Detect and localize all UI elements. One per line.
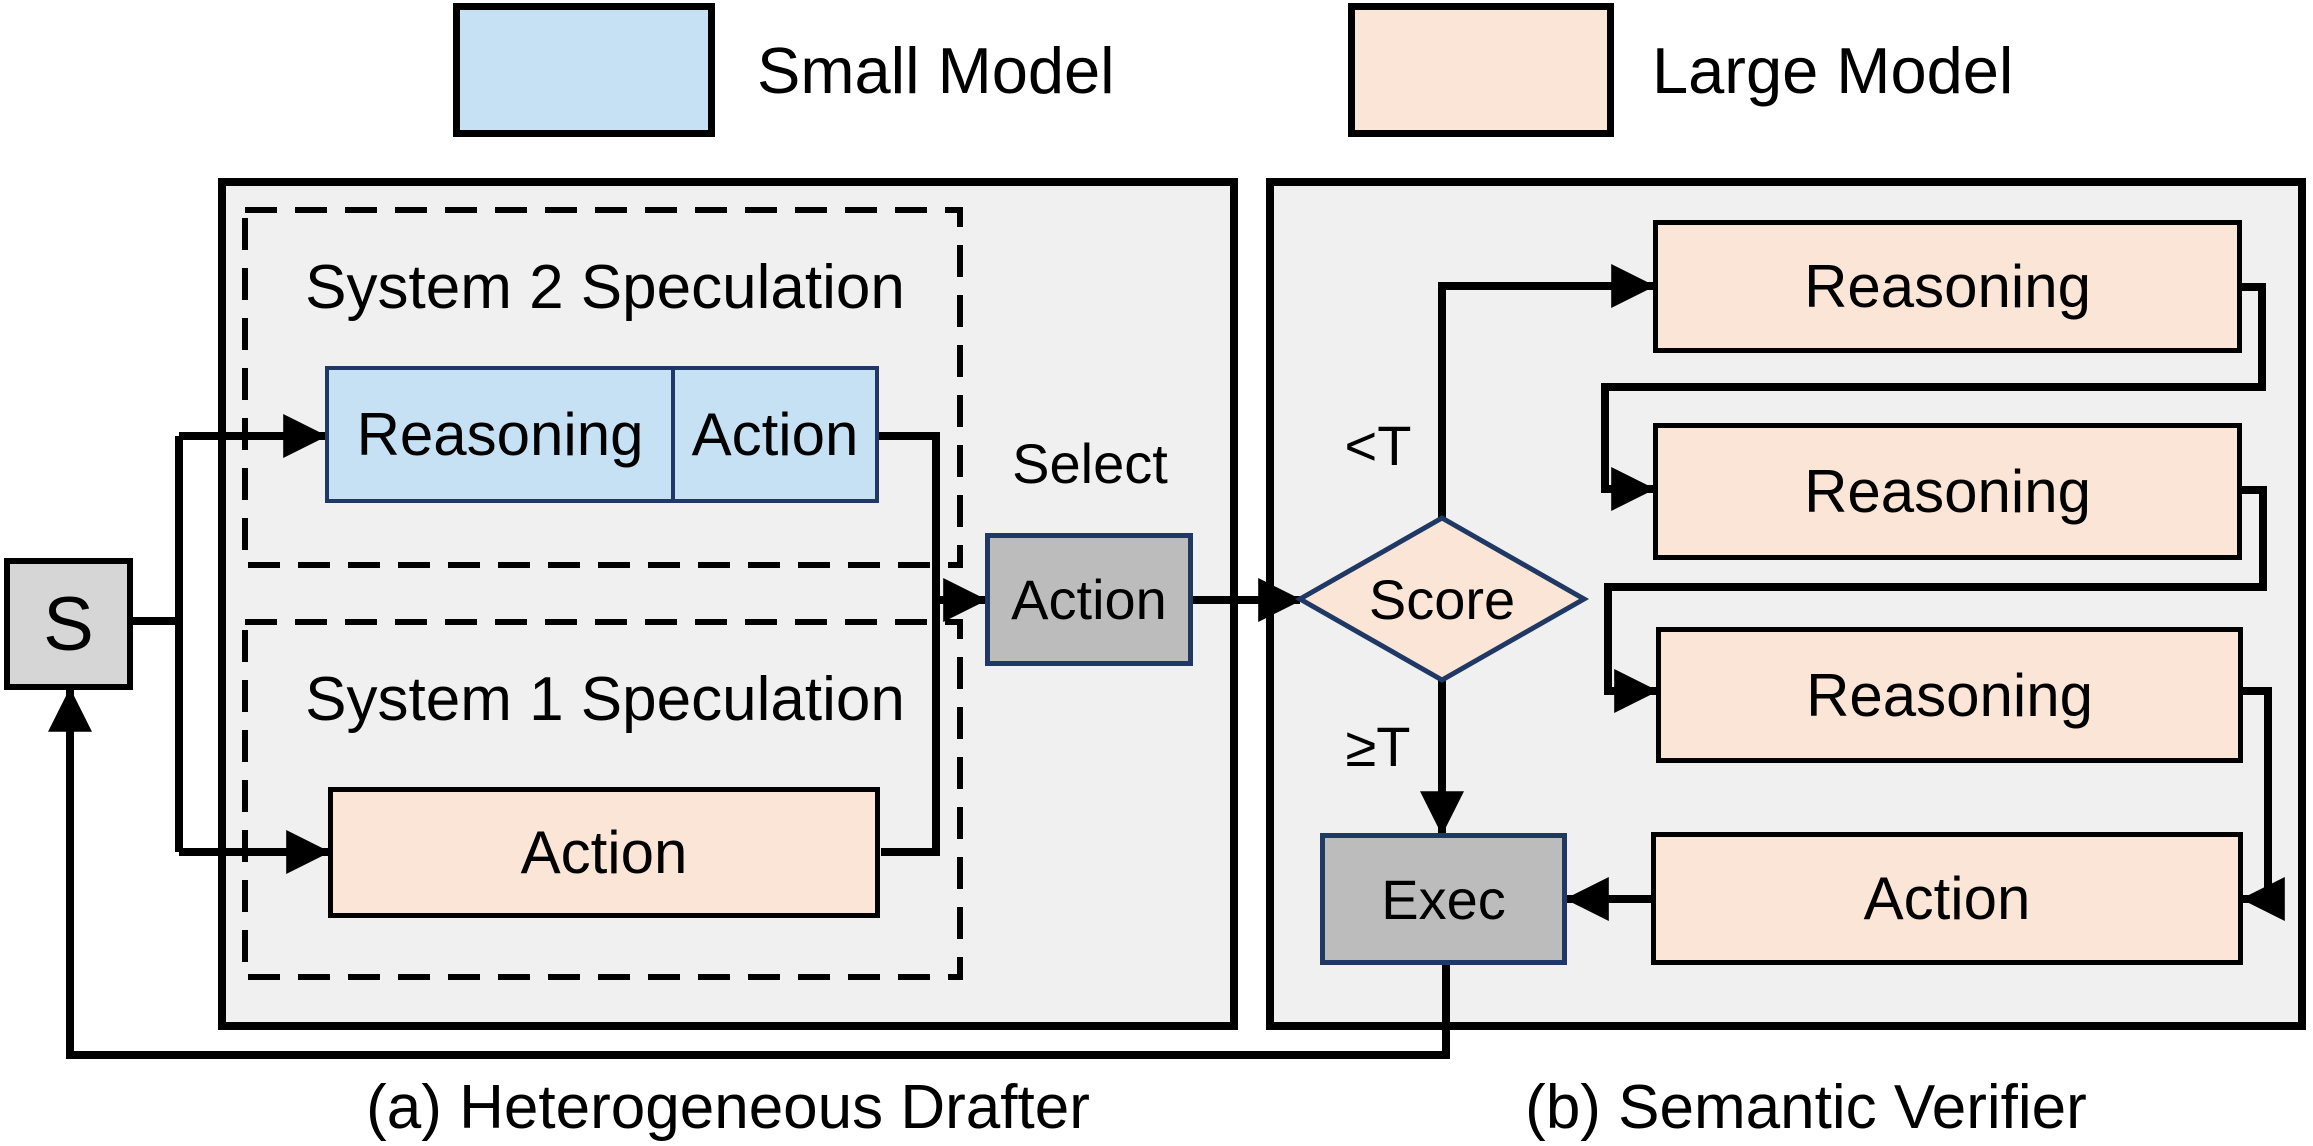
score-below-threshold-label: <T [1344,413,1412,477]
edge-outputs-merge [879,432,940,856]
exec-box: Exec [1320,833,1567,965]
verifier-action-box: Action [1651,832,2243,965]
system2-reasoning-cell: Reasoning [329,370,675,499]
system2-title: System 2 Speculation [305,253,905,322]
verifier-reasoning-box-3: Reasoning [1656,627,2243,763]
edge-score-to-reasoning1 [1438,264,1656,518]
system2-reasoning-action-box: Reasoning Action [325,366,879,503]
system2-action-cell: Action [691,401,859,468]
system1-dashed-box [242,619,963,980]
legend-small-model-label: Small Model [757,33,1115,107]
verifier-reasoning-box-1: Reasoning [1653,220,2242,353]
system2-dashed-box [242,207,963,568]
state-node: S [4,558,133,690]
edge-reasoning2-to-reasoning3 [1604,486,2267,713]
system1-title: System 1 Speculation [305,665,905,734]
score-above-threshold-label: ≥T [1345,714,1411,778]
score-diamond [1294,515,1590,683]
score-label: Score [1368,567,1516,631]
legend-large-model-swatch [1348,3,1614,137]
drafter-caption: (a) Heterogeneous Drafter [366,1073,1090,1142]
legend-large-model-label: Large Model [1652,33,2014,107]
select-label: Select [1012,431,1168,495]
edge-reasoning1-to-reasoning2 [1601,283,2266,511]
edge-exec-feedback-to-state [48,687,1450,1059]
legend-small-model-swatch [453,3,715,137]
edge-reasoning3-to-action [2240,687,2285,921]
system1-action-box: Action [328,787,880,918]
verifier-reasoning-box-2: Reasoning [1653,423,2242,560]
select-action-box: Action [985,533,1193,666]
verifier-caption: (b) Semantic Verifier [1525,1073,2087,1142]
